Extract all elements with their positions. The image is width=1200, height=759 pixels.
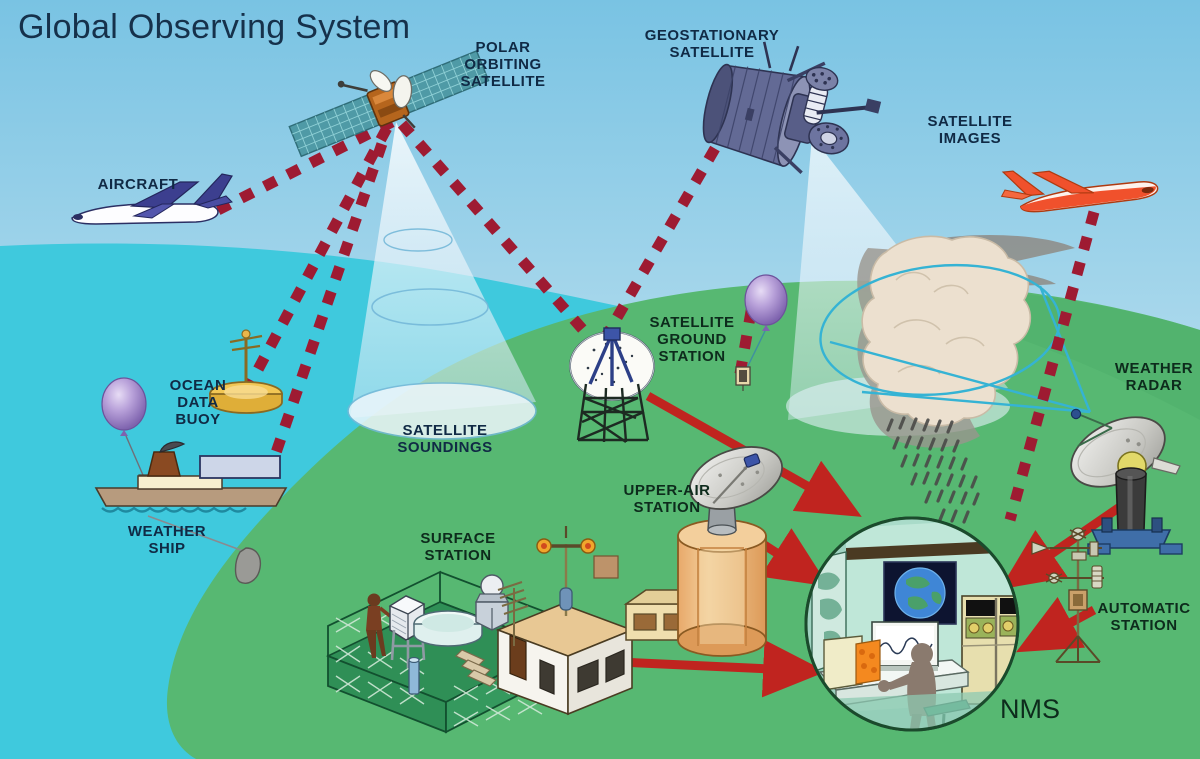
rain-gauge [408,657,420,695]
weather-ship[interactable] [94,441,288,584]
weather-radar[interactable] [1060,403,1183,555]
nms-operations-centre[interactable] [804,516,1032,748]
solar-panel-left [288,93,382,158]
buoy-sensor-arms [229,334,263,352]
link-balloon-to-polar [734,305,758,375]
landmass-shading [850,286,1200,420]
geo-boom-arm [816,105,870,115]
aircraft-orange-tail [1001,170,1046,197]
automatic-station[interactable] [1031,527,1104,663]
screen-legs [390,629,426,668]
geo-sensor-cylinder [803,66,839,125]
ocean-data-buoy[interactable] [209,329,283,414]
solar-panel-right [395,50,490,114]
upper-air-radome-tower [677,519,767,657]
sunshine-recorder [474,574,510,631]
polar-orbiting-satellite[interactable] [281,29,495,171]
aws-sensor-array [1045,541,1104,589]
station-building [495,603,635,716]
radiosonde-balloon-land[interactable] [735,274,788,391]
geostationary-satellite[interactable] [696,28,889,187]
nms-globe-display [883,561,957,625]
evaporation-pan [413,610,483,647]
radiosonde-instrument-package-land [735,366,751,391]
fence-mesh [335,611,543,727]
nms-monitor [871,621,939,671]
compound-steps [454,649,498,687]
aws-wind-vane [1031,541,1060,555]
ship-mast [159,441,186,453]
label-nms: NMS [1000,694,1060,724]
page-title: Global Observing System [18,8,411,46]
label-automatic-station: AUTOMATIC STATION [1097,600,1191,634]
link-aircraft2-to-automatic [1004,210,1100,522]
aws-tripod [1055,635,1101,663]
label-satellite-ground-station: SATELLITE GROUND STATION [649,314,735,365]
label-geostationary-satellite: GEOSTATIONARY SATELLITE [644,27,780,61]
submerged-sensor [234,547,262,584]
geo-ring-antenna [808,122,850,155]
label-weather-ship: WEATHER SHIP [127,523,207,557]
aws-anemometer [1069,527,1087,541]
aircraft-blue[interactable] [71,173,233,225]
label-surface-station: SURFACE STATION [420,530,496,564]
ship-hull [94,487,288,507]
label-satellite-soundings: SATELLITE SOUNDINGS [397,422,493,456]
aircraft-orange[interactable] [999,156,1159,215]
observer-person [366,593,392,658]
anemometer [536,526,619,616]
label-polar-orbiting-satellite: POLAR ORBITING SATELLITE [460,39,546,90]
ship-sonde-line [147,515,247,553]
rainfall [886,416,980,524]
label-upper-air-station: UPPER-AIR STATION [623,482,711,516]
balloon-envelope [101,377,147,431]
upper-air-tracking-dish [688,446,784,510]
satellite-soundings-cone [347,122,537,440]
label-weather-radar: WEATHER RADAR [1114,360,1194,394]
satellite-boom [343,83,368,92]
surface-station[interactable] [325,526,635,734]
label-aircraft: AIRCRAFT [97,176,179,193]
arrow-automatic-to-nms [1015,596,1097,653]
upper-air-station[interactable] [623,435,791,657]
satellite-ground-station[interactable] [569,327,655,443]
ground-station-tower [576,383,650,443]
link-polar-to-ground-station [397,120,597,344]
aircraft-orange-wing [1031,170,1094,194]
link-ship-to-polar [262,130,392,478]
balloon-envelope-land [744,274,788,326]
ship-funnel [147,451,181,477]
satellite-antenna-dish [392,75,413,109]
radar-feed-arm [1077,413,1113,429]
link-aircraft-to-polar [215,117,395,215]
label-ocean-data-buoy: OCEAN DATA BUOY [169,377,227,428]
ship-wake [101,506,247,513]
label-satellite-images: SATELLITE IMAGES [927,113,1013,147]
dish-feed-support [588,337,634,386]
nms-workstation [823,635,881,691]
storm-cloud [861,235,1032,427]
station-antenna [497,581,529,646]
ship-bridge [199,455,281,479]
geo-support-strut [786,61,826,83]
